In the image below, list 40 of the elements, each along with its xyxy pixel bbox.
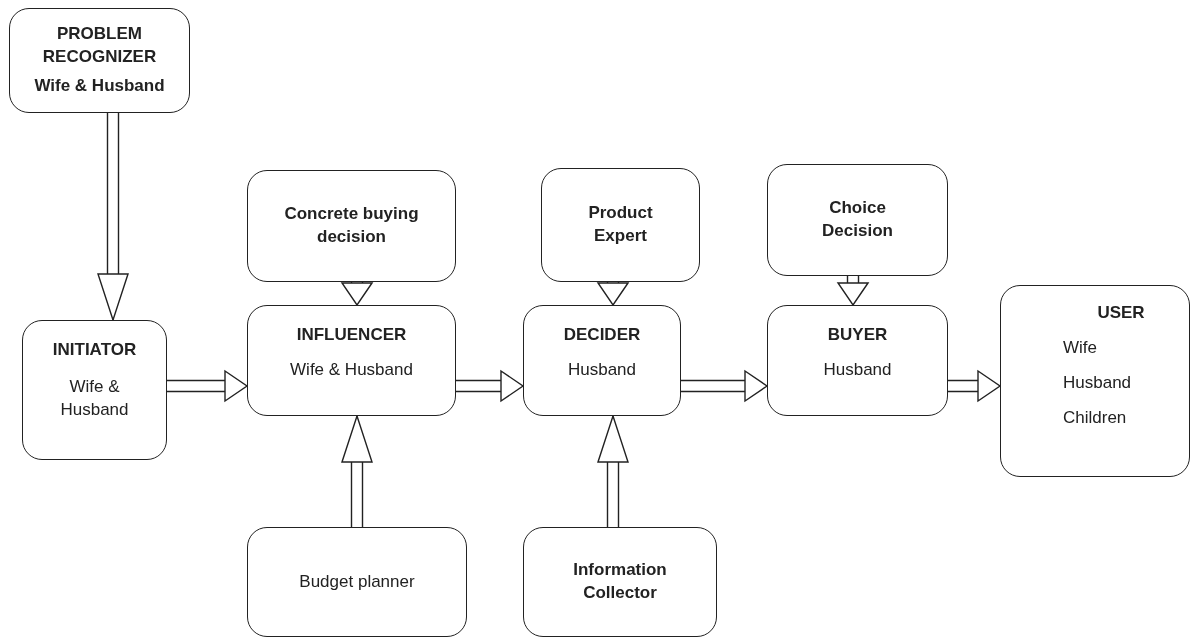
box-heading: INITIATOR <box>51 339 138 361</box>
box-text: Wife & Husband <box>33 74 166 97</box>
box-text: Husband <box>566 358 638 381</box>
hollow-arrow <box>680 370 768 402</box>
rounded-box <box>247 305 456 416</box>
hollow-arrow <box>341 415 373 528</box>
rounded-box <box>767 305 948 416</box>
box-text: Wife & Husband <box>289 358 414 381</box>
rounded-box <box>541 168 700 282</box>
hollow-arrow <box>97 112 129 321</box>
hollow-arrow <box>947 370 1001 402</box>
box-heading: USER <box>1097 302 1145 324</box>
box-heading: BUYER <box>826 324 889 346</box>
rounded-box <box>247 170 456 282</box>
rounded-box <box>1000 285 1190 477</box>
box-heading: INFLUENCER <box>295 324 408 346</box>
rounded-box <box>767 164 948 276</box>
hollow-arrow <box>597 281 629 306</box>
box-text: Wife & Husband <box>59 375 130 421</box>
box-text: Choice Decision <box>821 197 894 242</box>
rounded-box <box>9 8 190 113</box>
rounded-box <box>523 305 681 416</box>
box-text: Concrete buying decision <box>283 203 420 248</box>
hollow-arrow <box>341 281 373 306</box>
box-heading: PROBLEM RECOGNIZER <box>41 23 158 69</box>
rounded-box <box>247 527 467 637</box>
box-text: Budget planner <box>298 570 416 593</box>
hollow-arrow <box>837 275 869 306</box>
hollow-arrow <box>597 415 629 528</box>
box-text: Children <box>1063 406 1127 429</box>
box-text: Husband <box>1063 371 1132 394</box>
box-text: Husband <box>822 358 893 381</box>
box-text: Wife <box>1063 336 1097 359</box>
hollow-arrow <box>166 370 248 402</box>
box-text: Information Collector <box>572 559 668 604</box>
box-heading: DECIDER <box>562 324 642 346</box>
box-text: Product Expert <box>587 202 654 247</box>
rounded-box <box>22 320 167 460</box>
hollow-arrow <box>455 370 524 402</box>
rounded-box <box>523 527 717 637</box>
